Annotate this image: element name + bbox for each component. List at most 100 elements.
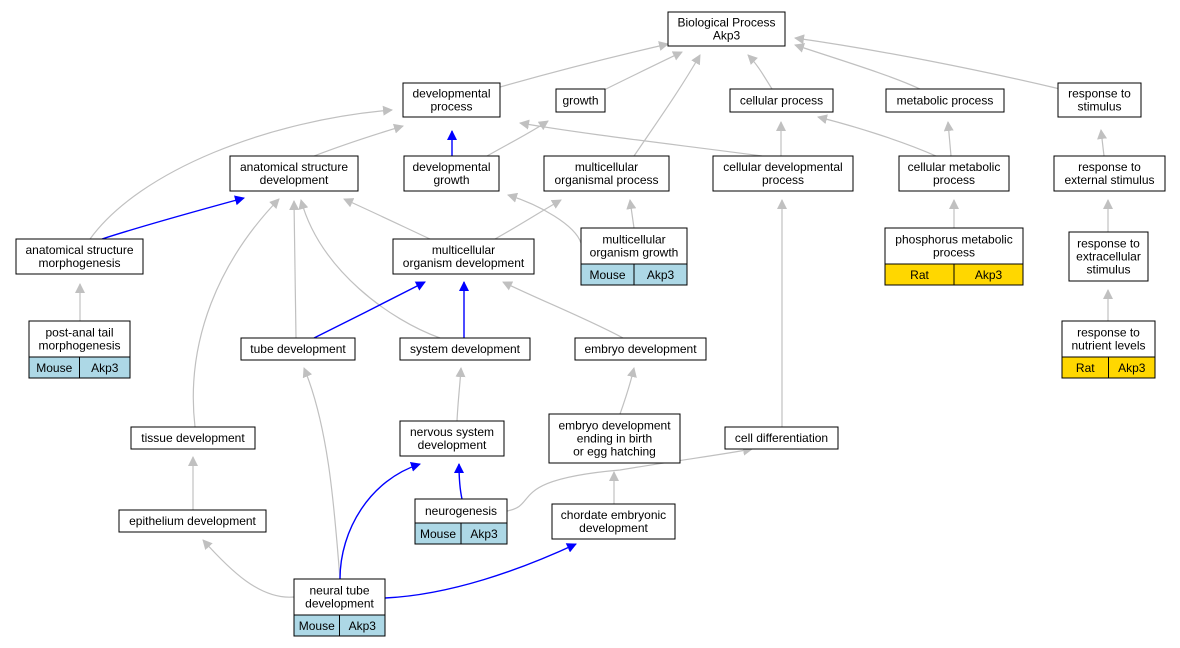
node-label-line: growth	[433, 173, 469, 187]
node-label-line: response to	[1077, 326, 1140, 340]
node-label-line: development	[418, 438, 487, 452]
edge-mcop-to-bp	[633, 54, 701, 157]
species-label: Mouse	[299, 619, 335, 633]
gene-label: Akp3	[470, 527, 498, 541]
node-label-line: nervous system	[410, 425, 494, 439]
node-label-line: response to	[1068, 87, 1131, 101]
node-growth[interactable]: growth	[555, 88, 606, 113]
node-label-line: process	[933, 246, 975, 260]
species-label: Mouse	[420, 527, 456, 541]
edge-metab-to-bp	[794, 43, 921, 90]
node-label-line: multicellular	[575, 160, 638, 174]
node-label-line: cellular process	[740, 94, 823, 108]
node-label-line: ending in birth	[577, 432, 652, 446]
edge-dev-to-bp	[499, 41, 669, 88]
node-epith[interactable]: epithelium development	[118, 509, 267, 533]
node-box	[555, 88, 606, 113]
node-label-line: Akp3	[713, 29, 741, 43]
gene-cell	[633, 263, 688, 286]
gene-cell	[79, 356, 131, 379]
node-tube[interactable]: tube development	[240, 337, 356, 361]
node-box	[399, 337, 531, 361]
edge-asm-to-asd	[101, 195, 245, 240]
edge-ntube-to-nsd	[339, 461, 421, 580]
node-box	[574, 337, 707, 361]
node-tissue[interactable]: tissue development	[130, 426, 256, 450]
species-label: Rat	[1076, 361, 1095, 375]
node-box	[229, 155, 359, 192]
gene-label: Akp3	[975, 268, 1003, 282]
edge-resp-to-bp	[794, 34, 1061, 90]
node-box	[551, 503, 676, 540]
node-label-line: or egg hatching	[573, 445, 656, 459]
edge-mcod-to-mcop	[494, 199, 562, 240]
species-label: Mouse	[589, 268, 625, 282]
node-label-line: cellular developmental	[723, 160, 842, 174]
node-label-line: extracellular	[1076, 250, 1141, 264]
node-box	[548, 413, 681, 464]
node-box	[402, 82, 501, 118]
edge-cmetab-to-metab	[943, 121, 954, 157]
edges-layer	[75, 34, 1113, 599]
node-label-line: chordate embryonic	[561, 508, 666, 522]
node-cellp[interactable]: cellular process	[729, 88, 834, 113]
node-label-line: system development	[410, 342, 521, 356]
edge-mcog-to-devg	[507, 192, 582, 244]
node-label-line: Biological Process	[677, 16, 775, 30]
gene-label: Akp3	[91, 361, 119, 375]
node-label-line: developmental	[412, 87, 490, 101]
gene-label: Akp3	[647, 268, 675, 282]
node-label-line: metabolic process	[897, 94, 994, 108]
node-box	[240, 337, 356, 361]
node-sysdev[interactable]: system development	[399, 337, 531, 361]
node-label-line: external stimulus	[1064, 173, 1154, 187]
edge-ntube-to-epith	[202, 539, 295, 598]
species-label: Mouse	[36, 361, 72, 375]
edge-asm-to-dev	[89, 105, 393, 240]
node-label-line: development	[260, 173, 329, 187]
node-box	[884, 227, 1024, 265]
node-label-line: embryo development	[584, 342, 697, 356]
node-box	[1053, 155, 1166, 192]
node-label-line: phosphorus metabolic	[895, 233, 1012, 247]
node-box	[885, 88, 1005, 113]
node-label-line: morphogenesis	[38, 256, 120, 270]
node-label-line: multicellular	[602, 233, 665, 247]
edge-celldev-to-dev	[519, 119, 763, 157]
edge-mcog-to-mcop	[626, 199, 637, 229]
node-metab[interactable]: metabolic process	[885, 88, 1005, 113]
node-label-line: post-anal tail	[45, 326, 113, 340]
nodes-layer: Biological ProcessAkp3developmentalproce…	[15, 11, 1166, 637]
node-label-line: process	[933, 173, 975, 187]
node-box	[712, 155, 854, 192]
node-label-line: tissue development	[141, 431, 245, 445]
node-embdev[interactable]: embryo development	[574, 337, 707, 361]
node-label-line: stimulus	[1077, 100, 1121, 114]
node-celldiff[interactable]: cell differentiation	[724, 426, 839, 450]
species-label: Rat	[910, 268, 929, 282]
node-label-line: anatomical structure	[240, 160, 348, 174]
node-label-line: anatomical structure	[25, 243, 133, 257]
